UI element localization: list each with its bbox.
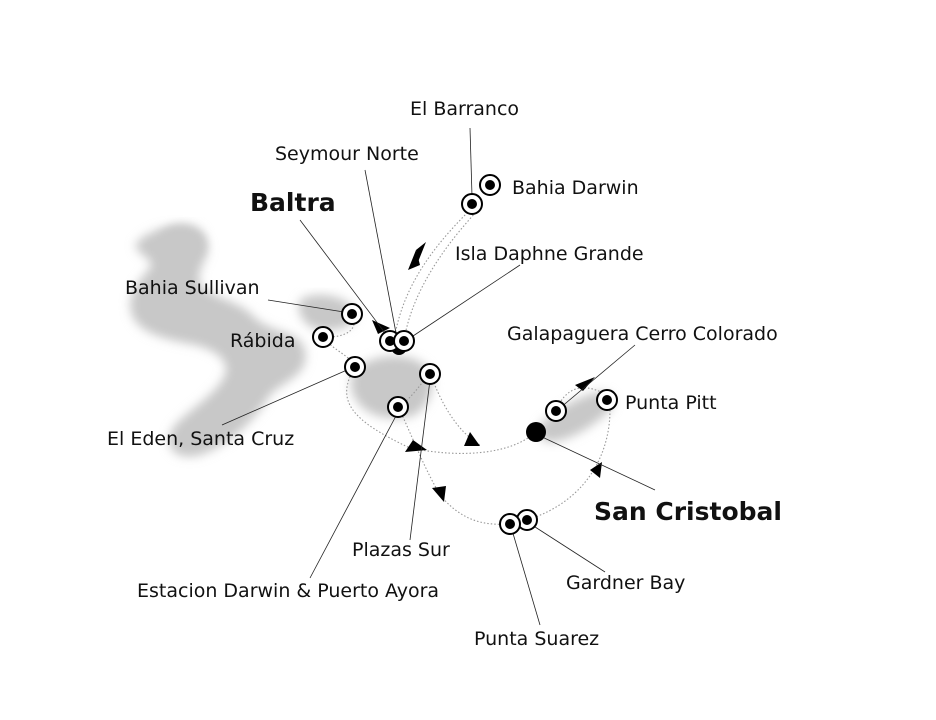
label-seymour-norte[interactable]: Seymour Norte xyxy=(275,143,419,165)
label-el-eden[interactable]: El Eden, Santa Cruz xyxy=(107,428,294,450)
marker-dot-gardner-bay xyxy=(522,515,532,525)
arrow-icon xyxy=(432,486,446,502)
label-gardner-bay[interactable]: Gardner Bay xyxy=(566,572,685,594)
marker-dot-rabida xyxy=(318,332,328,342)
arrow-icon xyxy=(590,462,602,478)
arrow-icon xyxy=(575,377,595,391)
label-san-cristobal[interactable]: San Cristobal xyxy=(594,497,782,526)
arrow-icon xyxy=(372,320,390,334)
island-isabela xyxy=(130,227,306,457)
label-galapaguera[interactable]: Galapaguera Cerro Colorado xyxy=(507,323,778,345)
marker-dot-galapaguera xyxy=(551,406,561,416)
marker-san-cristobal[interactable] xyxy=(526,422,546,442)
islands xyxy=(130,224,614,457)
marker-dot-plazas-sur xyxy=(425,369,435,379)
marker-dot-el-barranco xyxy=(467,199,477,209)
island-isabela-north xyxy=(160,224,206,258)
port-markers xyxy=(312,174,618,535)
island-santa-cruz xyxy=(350,355,433,419)
label-plazas-sur[interactable]: Plazas Sur xyxy=(352,539,450,561)
marker-dot-estacion-darwin xyxy=(393,402,403,412)
arrow-icon xyxy=(416,242,426,262)
label-rabida[interactable]: Rábida xyxy=(230,330,295,352)
arrow-icon xyxy=(405,440,427,452)
marker-dot-punta-suarez xyxy=(505,519,515,529)
label-bahia-sullivan[interactable]: Bahia Sullivan xyxy=(125,277,260,299)
marker-dot-el-eden xyxy=(350,362,360,372)
leader-lines xyxy=(221,127,656,626)
label-punta-suarez[interactable]: Punta Suarez xyxy=(474,628,599,650)
island-san-cristobal xyxy=(538,392,614,442)
route-arrows xyxy=(372,242,602,502)
label-punta-pitt[interactable]: Punta Pitt xyxy=(625,392,717,414)
marker-dot-bahia-sullivan xyxy=(347,309,357,319)
marker-dot-punta-pitt xyxy=(602,395,612,405)
marker-dot-seymour-norte xyxy=(385,336,395,346)
marker-dot-isla-daphne-grande xyxy=(399,336,409,346)
label-isla-daphne-grande[interactable]: Isla Daphne Grande xyxy=(455,243,644,265)
arrow-icon xyxy=(464,432,480,446)
label-bahia-darwin[interactable]: Bahia Darwin xyxy=(512,177,639,199)
label-estacion-darwin[interactable]: Estacion Darwin & Puerto Ayora xyxy=(137,580,439,602)
island-santiago xyxy=(298,294,356,331)
label-el-barranco[interactable]: El Barranco xyxy=(410,98,519,120)
port-labels: El Barranco Seymour Norte Baltra Bahia D… xyxy=(107,98,782,650)
label-baltra[interactable]: Baltra xyxy=(250,188,336,217)
marker-dot-bahia-darwin xyxy=(485,180,495,190)
